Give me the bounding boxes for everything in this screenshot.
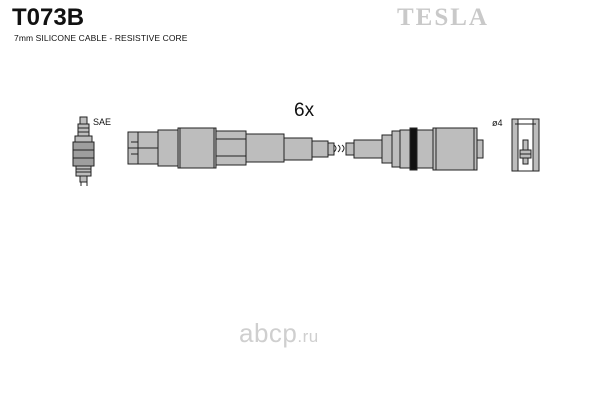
right-boot [345, 127, 484, 171]
brand-logo: TESLA [397, 4, 489, 31]
cable-description: 7mm SILICONE CABLE - RESISTIVE CORE [14, 33, 188, 43]
watermark: abcp.ru [239, 318, 319, 349]
quantity-label: 6x [294, 100, 315, 121]
watermark-tld: .ru [297, 327, 319, 346]
spark-plug-icon [72, 116, 95, 186]
part-code: T073B [12, 4, 85, 31]
terminal-diameter-label: ø4 [492, 118, 503, 128]
terminal-cap-icon [511, 118, 540, 172]
left-boot [127, 127, 335, 169]
watermark-name: abcp [239, 318, 298, 348]
spark-plug-label: SAE [93, 117, 112, 127]
